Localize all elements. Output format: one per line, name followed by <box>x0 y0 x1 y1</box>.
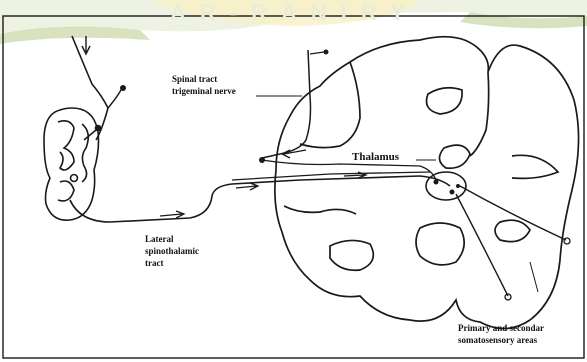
thalamus-neuron <box>450 190 455 195</box>
label-lateral: Lateral <box>145 234 174 245</box>
thalamus-neuron <box>456 184 460 188</box>
cortex-terminal <box>564 238 570 244</box>
thalamus-neuron <box>434 180 439 185</box>
label-spinal-tract: Spinal tract <box>172 74 217 85</box>
label-leader-cortex <box>530 262 538 292</box>
spinothalamic-tract-pathway <box>70 176 450 222</box>
diagram-frame <box>3 16 584 358</box>
trigeminal-node <box>259 157 265 163</box>
label-somatosensory-areas: somatosensory areas <box>458 335 537 346</box>
label-thalamus: Thalamus <box>352 152 399 163</box>
trigeminal-branch <box>310 52 324 54</box>
watermark-text: AR-RANIRY <box>170 0 419 26</box>
dorsal-root-fiber-2 <box>108 88 122 108</box>
trigeminal-node <box>324 50 329 55</box>
arrow-right-icon <box>160 211 184 218</box>
label-spinothalamic: spinothalamic <box>145 246 199 257</box>
dorsal-root-node <box>120 85 126 91</box>
label-tract: tract <box>145 258 163 269</box>
label-primary-secondary: Primary and secondar <box>458 323 544 334</box>
arrow-left-icon <box>282 150 306 158</box>
label-trigeminal-nerve: trigeminal nerve <box>172 86 236 97</box>
dorsal-root-fiber <box>72 36 108 140</box>
watermark-text-wrapper: AR-RANIRY <box>0 0 587 40</box>
trigeminal-tract-fiber <box>262 50 311 158</box>
